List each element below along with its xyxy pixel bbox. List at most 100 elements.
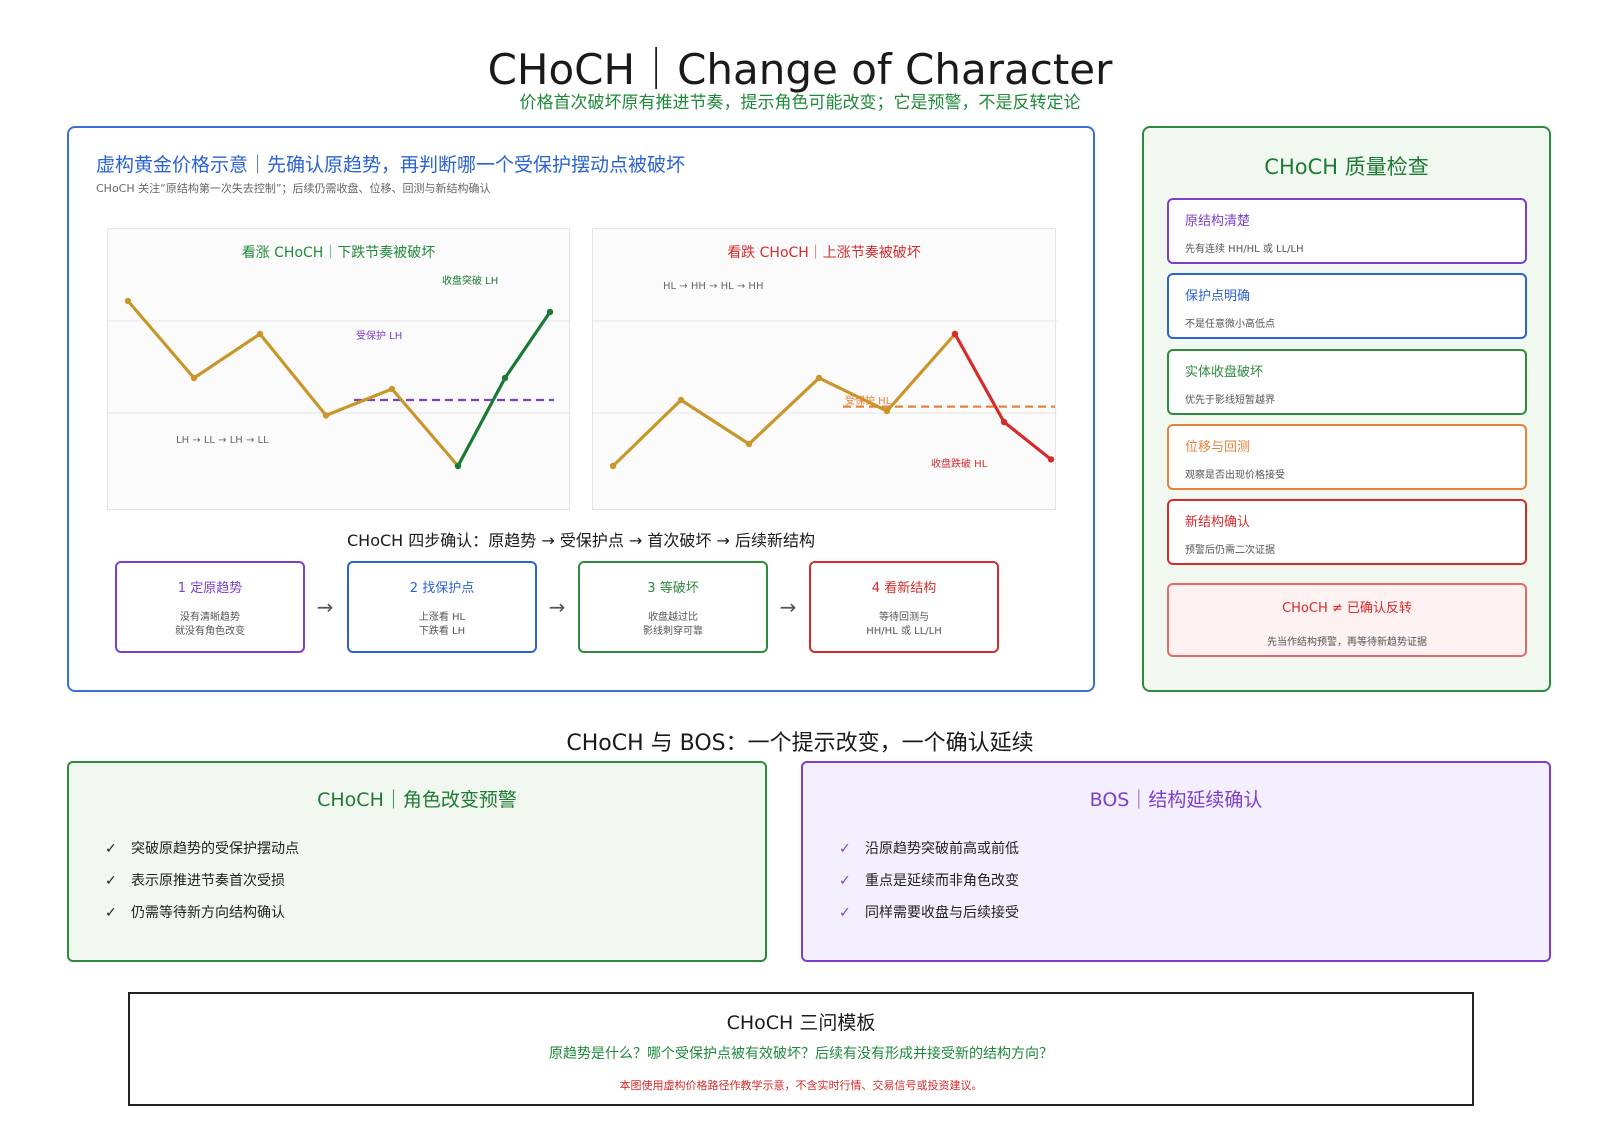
swing-point [322,412,330,419]
step-card-3: 3 等破坏 收盘越过比 影线刺穿可靠 [578,561,768,653]
check-icon: ✓ [839,873,851,889]
quality-card-desc: 不是任意微小高低点 [1185,319,1275,330]
price-path-series-1 [611,332,957,468]
quality-card-desc: 观察是否出现价格接受 [1185,470,1285,481]
price-path-series-2 [953,333,1052,461]
step-card-4: 4 看新结构 等待回测与 HH/HL 或 LL/LH [809,561,999,653]
list-item-text: 沿原趋势突破前高或前低 [865,841,1019,857]
swing-point [1047,456,1055,463]
bearish-chart-frame: HL → HH → HL → HH 受保护 HL 收盘跌破 HL [592,228,1057,510]
page-subtitle: 价格首次破坏原有推进节奏，提示角色可能改变；它是预警，不是反转定论 [519,93,1081,113]
chart-section-heading: 虚构黄金价格示意｜先确认原趋势，再判断哪一个受保护摆动点被破坏 [96,154,686,176]
swing-point [609,462,617,470]
price-path-series-1 [126,299,460,468]
step-title: 1 定原趋势 [177,581,243,596]
quality-check-title: CHoCH 质量检查 [1264,155,1429,179]
list-item: ✓ 表示原推进节奏首次受损 [105,865,299,897]
bullish-chart-frame: LH → LL → LH → LL 受保护 LH 收盘突破 LH [107,228,571,510]
check-icon: ✓ [105,841,117,857]
structure-label: LH → LL → LH → LL [176,435,269,446]
step-desc: 等待回测与 HH/HL 或 LL/LH [866,612,942,637]
chart-section-note: CHoCH 关注“原结构第一次失去控制”；后续仍需收盘、位移、回测与新结构确认 [96,182,491,195]
template-question: 原趋势是什么？哪个受保护点被有效破坏？后续有没有形成并接受新的结构方向？ [549,1046,1053,1062]
break-label: 收盘突破 LH [442,274,498,287]
bullish-choch-chart: LH → LL → LH → LL 受保护 LH 收盘突破 LH [108,274,571,470]
swing-point [124,297,132,305]
list-item-text: 重点是延续而非角色改变 [865,873,1019,889]
step-title: 3 等破坏 [647,581,699,596]
swing-point [256,330,264,338]
quality-card-1: 原结构清楚 先有连续 HH/HL 或 LL/LH [1167,198,1527,264]
page-title: CHoCH｜Change of Character [487,45,1113,94]
quality-card-3: 实体收盘破坏 优先于影线短暂越界 [1167,349,1527,415]
step-card-1: 1 定原趋势 没有清晰趋势 就没有角色改变 [115,561,305,653]
step-desc: 没有清晰趋势 就没有角色改变 [175,612,245,637]
steps-heading: CHoCH 四步确认：原趋势 → 受保护点 → 首次破坏 → 后续新结构 [346,531,816,550]
step-arrow-icon: → [316,595,334,619]
choch-compare-title: CHoCH｜角色改变预警 [317,789,517,811]
template-title: CHoCH 三问模板 [726,1012,876,1034]
quality-card-desc: 预警后仍需二次证据 [1185,545,1275,556]
list-item: ✓ 突破原趋势的受保护摆动点 [105,833,299,865]
quality-card-desc: 优先于影线短暂越界 [1185,395,1275,406]
list-item-text: 表示原推进节奏首次受损 [131,873,285,889]
step-arrow-icon: → [548,595,566,619]
step-title: 4 看新结构 [871,581,937,596]
swing-point [815,374,823,382]
template-disclaimer: 本图使用虚构价格路径作教学示意，不含实时行情、交易信号或投资建议。 [619,1079,983,1092]
list-item-text: 仍需等待新方向结构确认 [131,905,285,921]
swing-point [883,407,891,415]
swing-point [546,308,554,316]
quality-warning-desc: 先当作结构预警，再等待新趋势证据 [1267,637,1427,648]
protected-level-label: 受保护 HL [845,394,892,407]
template-box [128,992,1474,1106]
quality-card-title: 新结构确认 [1185,515,1251,530]
list-item-text: 突破原趋势的受保护摆动点 [131,841,299,857]
bos-compare-list: ✓ 沿原趋势突破前高或前低 ✓ 重点是延续而非角色改变 ✓ 同样需要收盘与后续接受 [839,833,1019,929]
swing-point [388,385,396,393]
step-card-2: 2 找保护点 上涨看 HL 下跌看 LH [347,561,537,653]
quality-card-2: 保护点明确 不是任意微小高低点 [1167,273,1527,339]
quality-warning-title: CHoCH ≠ 已确认反转 [1282,601,1412,616]
check-icon: ✓ [105,905,117,921]
quality-card-title: 实体收盘破坏 [1185,365,1264,380]
quality-card-desc: 先有连续 HH/HL 或 LL/LH [1185,244,1304,255]
bos-compare-panel: BOS｜结构延续确认 ✓ 沿原趋势突破前高或前低 ✓ 重点是延续而非角色改变 ✓ 同样… [801,761,1551,962]
protected-level-label: 受保护 LH [356,329,402,342]
quality-card-title: 保护点明确 [1185,289,1251,304]
quality-warning-card: CHoCH ≠ 已确认反转 先当作结构预警，再等待新趋势证据 [1167,583,1527,657]
quality-card-title: 位移与回测 [1185,440,1251,455]
check-icon: ✓ [105,873,117,889]
choch-compare-list: ✓ 突破原趋势的受保护摆动点 ✓ 表示原推进节奏首次受损 ✓ 仍需等待新方向结构确认 [105,833,299,929]
list-item-text: 同样需要收盘与后续接受 [865,905,1019,921]
quality-card-5: 新结构确认 预警后仍需二次证据 [1167,499,1527,565]
quality-card-4: 位移与回测 观察是否出现价格接受 [1167,424,1527,490]
bearish-chart-title: 看跌 CHoCH｜上涨节奏被破坏 [727,245,921,261]
structure-label: HL → HH → HL → HH [663,281,763,292]
swing-point [454,462,462,470]
bullish-chart-title: 看涨 CHoCH｜下跌节奏被破坏 [241,245,436,261]
choch-compare-panel: CHoCH｜角色改变预警 ✓ 突破原趋势的受保护摆动点 ✓ 表示原推进节奏首次受损 … [67,761,767,962]
swing-point [190,374,198,382]
list-item: ✓ 沿原趋势突破前高或前低 [839,833,1019,865]
quality-card-title: 原结构清楚 [1185,214,1251,229]
swing-point [677,396,685,404]
list-item: ✓ 重点是延续而非角色改变 [839,865,1019,897]
swing-point [1000,418,1008,426]
bearish-choch-chart: HL → HH → HL → HH 受保护 HL 收盘跌破 HL [593,281,1057,470]
step-desc: 上涨看 HL 下跌看 LH [418,612,466,637]
chart-panel [67,126,1095,692]
swing-point [745,440,753,448]
step-title: 2 找保护点 [409,581,475,596]
check-icon: ✓ [839,905,851,921]
step-desc: 收盘越过比 影线刺穿可靠 [643,612,703,637]
swing-point [501,374,509,382]
bos-compare-title: BOS｜结构延续确认 [1089,789,1263,811]
price-path-series-2 [456,311,552,467]
step-arrow-icon: → [779,595,797,619]
break-label: 收盘跌破 HL [931,457,988,470]
list-item: ✓ 同样需要收盘与后续接受 [839,897,1019,929]
list-item: ✓ 仍需等待新方向结构确认 [105,897,299,929]
check-icon: ✓ [839,841,851,857]
compare-heading: CHoCH 与 BOS：一个提示改变，一个确认延续 [566,731,1034,756]
